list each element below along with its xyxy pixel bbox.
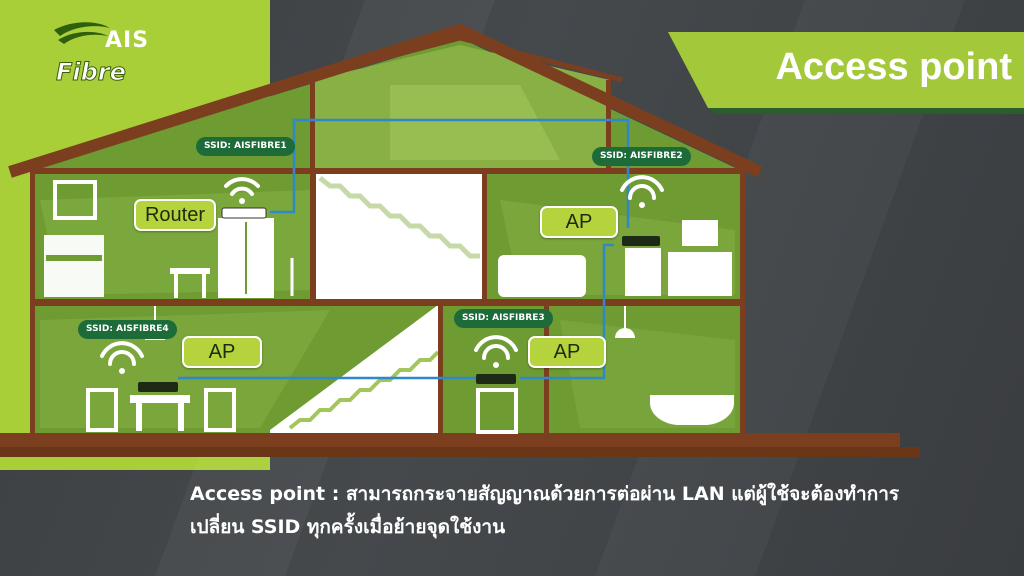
brand-name: AIS — [105, 28, 150, 53]
brand-product: Fibre — [56, 58, 127, 87]
ssid-badge-3: SSID: AISFIBRE3 — [454, 309, 553, 328]
ssid-badge-4: SSID: AISFIBRE4 — [78, 320, 177, 339]
title-banner: Access point — [668, 32, 1024, 114]
ais-fibre-logo: AIS Fibre — [52, 18, 162, 88]
logo-swoosh-icon — [54, 22, 110, 44]
title-banner-background — [668, 32, 1024, 108]
page-title: Access point — [775, 46, 1012, 88]
ap-upper-label: AP — [540, 206, 618, 238]
ap-lower-right-label: AP — [528, 336, 606, 368]
caption: Access point : สามารถกระจายสัญญาณด้วยการ… — [190, 478, 1010, 544]
ssid-badge-2: SSID: AISFIBRE2 — [592, 147, 691, 166]
caption-line-2: เปลี่ยน SSID ทุกครั้งเมื่อย้ายจุดใช้งาน — [190, 516, 506, 538]
caption-line-1: Access point : สามารถกระจายสัญญาณด้วยการ… — [190, 483, 900, 505]
router-label: Router — [134, 199, 216, 231]
ssid-badge-1: SSID: AISFIBRE1 — [196, 137, 295, 156]
title-banner-shadow — [708, 108, 1024, 114]
ap-lower-left-label: AP — [182, 336, 262, 368]
